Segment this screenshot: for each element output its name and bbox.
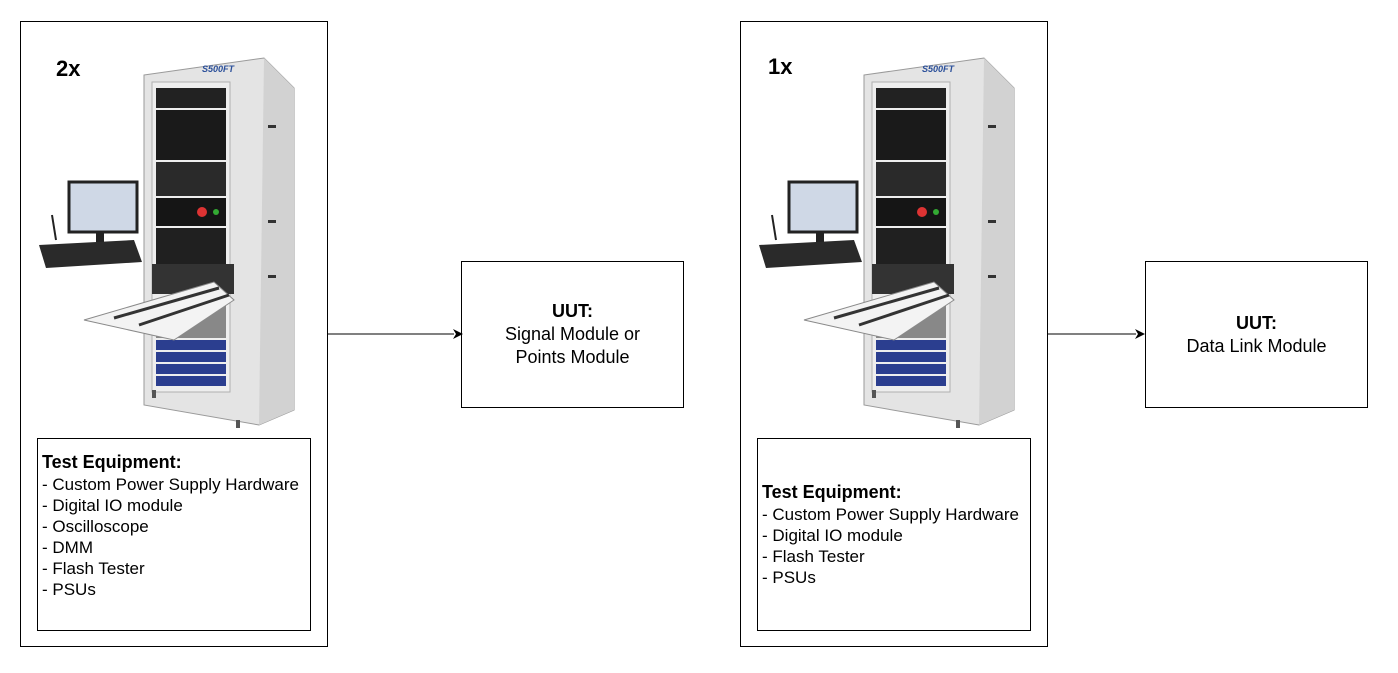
uut-1-line: Points Module [515,347,630,367]
list-item: - Digital IO module [42,496,183,515]
station-2-equipment-list: - Custom Power Supply Hardware - Digital… [762,504,1030,588]
list-item: - Digital IO module [762,526,903,545]
list-item: - Flash Tester [762,547,865,566]
station-1-equipment-title: Test Equipment: [42,452,182,472]
arrow-connector-1 [328,329,463,339]
station-2-count: 1x [768,54,793,79]
list-item: - Custom Power Supply Hardware [42,475,299,494]
station-1-equipment-box: Test Equipment: - Custom Power Supply Ha… [37,438,311,631]
station-1-equipment-list: - Custom Power Supply Hardware - Digital… [42,474,310,600]
uut-1-line: Signal Module or [504,324,641,344]
uut-2-title: UUT: [1236,312,1277,333]
uut-box-2: UUT: Data Link Module [1145,261,1368,408]
list-item: - PSUs [762,568,816,587]
list-item: - Flash Tester [42,559,145,578]
station-2-equipment-box: Test Equipment: - Custom Power Supply Ha… [757,438,1031,631]
uut-1-title: UUT: [552,301,593,321]
arrow-connector-2 [1048,329,1145,339]
rack-brand-label-1: S500FT [202,64,236,74]
station-1-count: 2x [56,56,81,81]
test-rack-image-2: S500FT [759,57,1015,428]
uut-box-1: UUT: Signal Module or Points Module [461,261,684,408]
rack-brand-label-2: S500FT [922,64,956,74]
uut-2-line: Data Link Module [1186,335,1327,356]
list-item: - DMM [42,538,93,557]
list-item: - Oscilloscope [42,517,149,536]
list-item: - PSUs [42,580,96,599]
test-rack-image-1: S500FT [39,57,295,428]
list-item: - Custom Power Supply Hardware [762,505,1019,524]
station-2-equipment-title: Test Equipment: [762,482,902,502]
